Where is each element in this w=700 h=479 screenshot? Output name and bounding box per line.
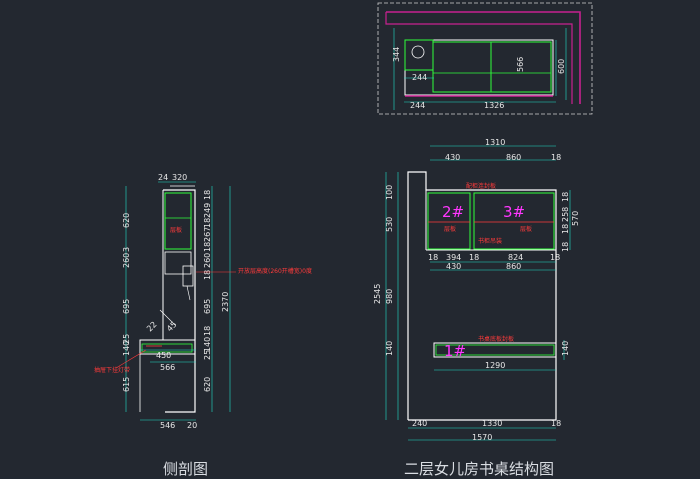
- caption-front-elevation: 二层女儿房书桌结构图: [404, 460, 555, 478]
- front-dim-860a: 860: [506, 153, 521, 162]
- label-2: 2#: [442, 203, 464, 221]
- front-elevation: 2# 3# 层板 层板 配柜连封板 书柜吊装 1# 书桌底板封板 1310 43…: [373, 138, 580, 442]
- front-dim-430b: 430: [446, 262, 461, 271]
- plan-desk-top: [432, 41, 552, 93]
- front-dim-r140: 140: [561, 341, 570, 356]
- front-dim-2545: 2545: [373, 284, 382, 304]
- front-box-3: [473, 192, 555, 250]
- front-dim-140l: 140: [385, 341, 394, 356]
- plan-wall-inner: [385, 12, 573, 104]
- side-upper-label: 层板: [170, 226, 182, 234]
- side-dim-r249: 249: [203, 203, 212, 218]
- caption-side-section: 侧剖图: [163, 460, 209, 478]
- plan-dim-344: 344: [392, 47, 401, 62]
- front-dim-1290: 1290: [485, 361, 505, 370]
- side-section: 层板 45 24 320 620 260 3 695 22 140 25 615…: [94, 173, 312, 430]
- side-dim-r18d: 18: [203, 270, 212, 280]
- front-box-2: [427, 192, 471, 250]
- side-dim-r140: 140: [203, 337, 212, 352]
- front-note-desk: 书桌底板封板: [478, 335, 514, 343]
- side-dim-r260: 260: [203, 253, 212, 268]
- plan-chair-box: [404, 39, 434, 71]
- side-dim-695a: 695: [122, 299, 131, 314]
- front-note-top: 配柜连封板: [466, 182, 496, 190]
- front-dim-394: 394: [446, 253, 461, 262]
- side-dim-25a: 25: [122, 334, 131, 344]
- front-dim-430a: 430: [445, 153, 460, 162]
- side-dim-r18a: 18: [203, 190, 212, 200]
- front-dim-1310: 1310: [485, 138, 505, 147]
- front-dim-1570: 1570: [472, 433, 492, 442]
- front-dim-240: 240: [412, 419, 427, 428]
- front-dim-r18c: 18: [561, 242, 570, 252]
- side-dim-r695: 695: [203, 299, 212, 314]
- front-dim-18top: 18: [551, 153, 561, 162]
- front-note-hang: 书柜吊装: [478, 237, 502, 245]
- front-dim-570: 570: [571, 211, 580, 226]
- side-dim-620a: 620: [122, 213, 131, 228]
- side-dim-2370: 2370: [221, 292, 230, 312]
- side-dim-r18b: 18: [203, 218, 212, 228]
- side-cabinet-outline: [163, 189, 196, 413]
- front-dim-1330: 1330: [482, 419, 502, 428]
- side-note-drawer: 抽屉下挂灯带: [94, 366, 130, 374]
- side-dim-24: 24: [158, 173, 168, 182]
- front-dim-860b: 860: [506, 262, 521, 271]
- front-dim-r18b: 18: [561, 224, 570, 234]
- side-dim-140a: 140: [122, 341, 131, 356]
- front-outline: [407, 171, 557, 421]
- side-dim-r25: 25: [203, 350, 212, 360]
- side-dim-546: 546: [160, 421, 175, 430]
- front-panel-b: 层板: [520, 225, 532, 233]
- front-dim-530: 530: [385, 217, 394, 232]
- side-dim-r620: 620: [203, 377, 212, 392]
- side-diag-label: 45: [165, 320, 179, 334]
- side-dim-r267: 267: [203, 227, 212, 242]
- side-dim-260a: 260: [122, 253, 131, 268]
- plan-chair: [411, 45, 425, 59]
- plan-dim-600: 600: [557, 59, 566, 74]
- label-3: 3#: [503, 203, 525, 221]
- side-drawer: [141, 343, 193, 353]
- front-desk: [433, 342, 557, 358]
- front-dim-i18c: 18: [550, 253, 560, 262]
- label-1: 1#: [444, 342, 466, 360]
- plan-view: 244 1326 244 344 566 600: [377, 2, 593, 115]
- plan-dim-244a: 244: [412, 73, 427, 82]
- side-dim-450: 450: [156, 351, 171, 360]
- side-diag-line: [159, 309, 176, 326]
- front-dim-b18: 18: [551, 419, 561, 428]
- plan-cabinet: [404, 39, 554, 96]
- side-mid-block: [182, 265, 194, 287]
- plan-wall-outline: [386, 11, 581, 104]
- side-mid-box: [164, 251, 192, 275]
- side-dim-3: 3: [122, 247, 131, 252]
- front-desk-inner: [435, 344, 555, 356]
- side-dim-22a: 22: [145, 320, 159, 334]
- side-upper-box: [164, 192, 192, 250]
- front-dim-980: 980: [385, 289, 394, 304]
- side-dim-r18e: 18: [203, 326, 212, 336]
- side-dim-615: 615: [122, 377, 131, 392]
- front-dim-i18a: 18: [428, 253, 438, 262]
- front-panel-a: 层板: [444, 225, 456, 233]
- side-mid-leg: [186, 285, 191, 301]
- side-note-leader2: [115, 349, 147, 369]
- side-dim-566: 566: [160, 363, 175, 372]
- side-dim-r18c: 18: [203, 242, 212, 252]
- plan-frame: [377, 2, 593, 115]
- front-dim-r18a: 18: [561, 192, 570, 202]
- plan-dim-1326: 1326: [484, 101, 504, 110]
- side-dim-320: 320: [172, 173, 187, 182]
- front-dim-r258: 258: [561, 207, 570, 222]
- front-dim-100: 100: [385, 185, 394, 200]
- front-dim-824: 824: [508, 253, 523, 262]
- side-dim-20: 20: [187, 421, 197, 430]
- side-note-top: 开放层高度(260开槽宽)0度: [238, 267, 312, 275]
- plan-dim-566: 566: [516, 57, 525, 72]
- front-dim-i18b: 18: [469, 253, 479, 262]
- plan-dim-244b: 244: [410, 101, 425, 110]
